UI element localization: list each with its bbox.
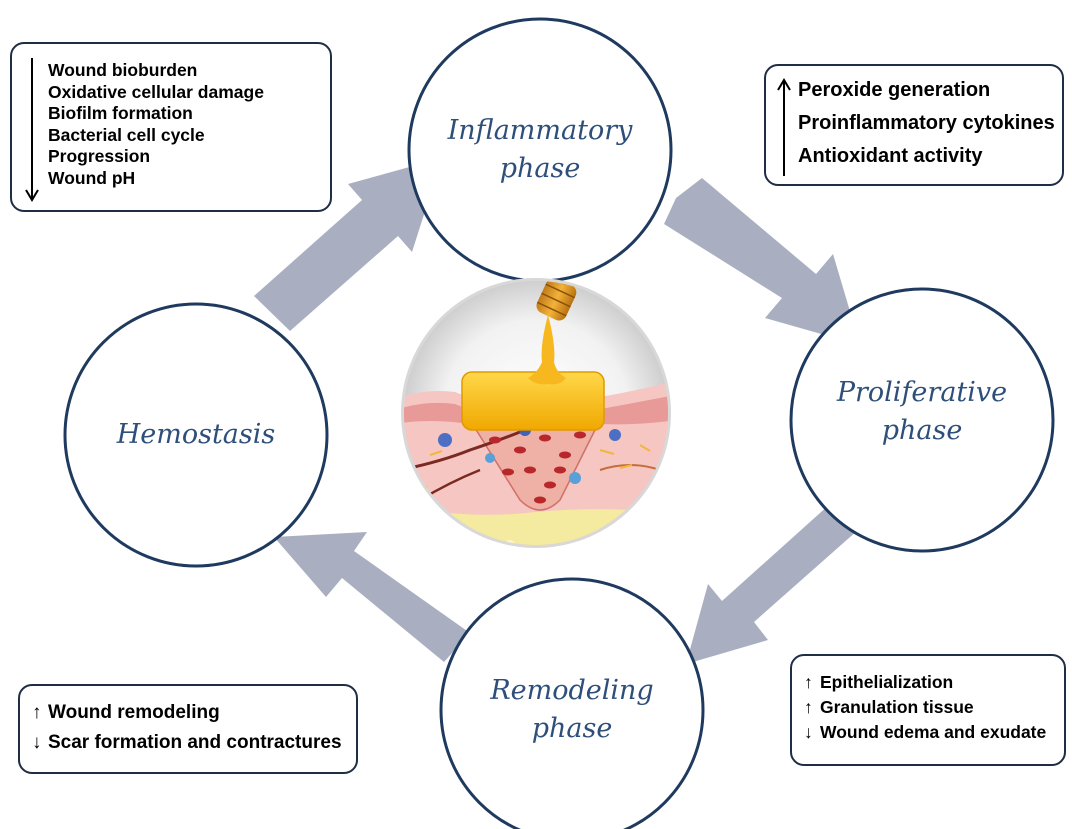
decrease-item: Wound pH: [48, 168, 264, 190]
arrow-icon: ↑: [32, 698, 48, 728]
inflammatory-increase-box: Peroxide generation Proinflammatory cyto…: [764, 64, 1064, 186]
flow-arrow-inflammatory-to-proliferative: [664, 178, 860, 345]
effect-text: Wound remodeling: [48, 702, 220, 723]
decrease-item: Progression: [48, 146, 264, 168]
proliferative-effects-list: ↑Epithelialization ↑Granulation tissue ↓…: [804, 670, 1046, 745]
decrease-item: Biofilm formation: [48, 103, 264, 125]
increase-item: Peroxide generation: [798, 74, 1055, 107]
inflammatory-phase-label: Inflammatory phase: [420, 112, 660, 188]
decrease-item: Oxidative cellular damage: [48, 82, 264, 104]
decrease-list: Wound bioburden Oxidative cellular damag…: [48, 60, 264, 189]
remodeling-phase-label-line1: Remodeling: [452, 672, 692, 710]
effect-item: ↑Epithelialization: [804, 670, 1046, 695]
effect-text: Epithelialization: [820, 672, 953, 692]
decrease-item: Bacterial cell cycle: [48, 125, 264, 147]
up-arrow-icon: [774, 76, 794, 180]
flow-arrow-proliferative-to-remodeling: [686, 504, 858, 664]
effect-item: ↑Granulation tissue: [804, 695, 1046, 720]
effect-item: ↓Wound edema and exudate: [804, 720, 1046, 745]
proliferative-phase-label: Proliferative phase: [802, 374, 1042, 450]
arrow-icon: ↑: [804, 695, 820, 720]
hemostasis-phase-label: Hemostasis: [76, 416, 316, 454]
increase-list: Peroxide generation Proinflammatory cyto…: [798, 74, 1055, 173]
increase-item: Antioxidant activity: [798, 140, 1055, 173]
proliferative-effects-box: ↑Epithelialization ↑Granulation tissue ↓…: [790, 654, 1066, 766]
remodeling-effects-list: ↑Wound remodeling ↓Scar formation and co…: [32, 698, 342, 758]
arrow-icon: ↑: [804, 670, 820, 695]
effect-text: Scar formation and contractures: [48, 732, 342, 753]
effect-text: Granulation tissue: [820, 697, 974, 717]
increase-item: Proinflammatory cytokines: [798, 107, 1055, 140]
effect-item: ↓Scar formation and contractures: [32, 728, 342, 758]
arrow-icon: ↓: [804, 720, 820, 745]
proliferative-phase-label-line1: Proliferative: [802, 374, 1042, 412]
honey-wound-illustration: [395, 243, 690, 560]
inflammatory-phase-label-line2: phase: [420, 150, 660, 188]
flow-arrow-remodeling-to-hemostasis: [274, 532, 470, 662]
down-arrow-icon: [22, 56, 42, 206]
inflammatory-phase-label-line1: Inflammatory: [420, 112, 660, 150]
hemostasis-phase-label-line1: Hemostasis: [76, 416, 316, 454]
decrease-item: Wound bioburden: [48, 60, 264, 82]
remodeling-effects-box: ↑Wound remodeling ↓Scar formation and co…: [18, 684, 358, 774]
effect-text: Wound edema and exudate: [820, 722, 1046, 742]
effect-item: ↑Wound remodeling: [32, 698, 342, 728]
arrow-icon: ↓: [32, 728, 48, 758]
remodeling-phase-label: Remodeling phase: [452, 672, 692, 748]
proliferative-phase-label-line2: phase: [802, 412, 1042, 450]
inflammatory-decrease-box: Wound bioburden Oxidative cellular damag…: [10, 42, 332, 212]
remodeling-phase-label-line2: phase: [452, 710, 692, 748]
